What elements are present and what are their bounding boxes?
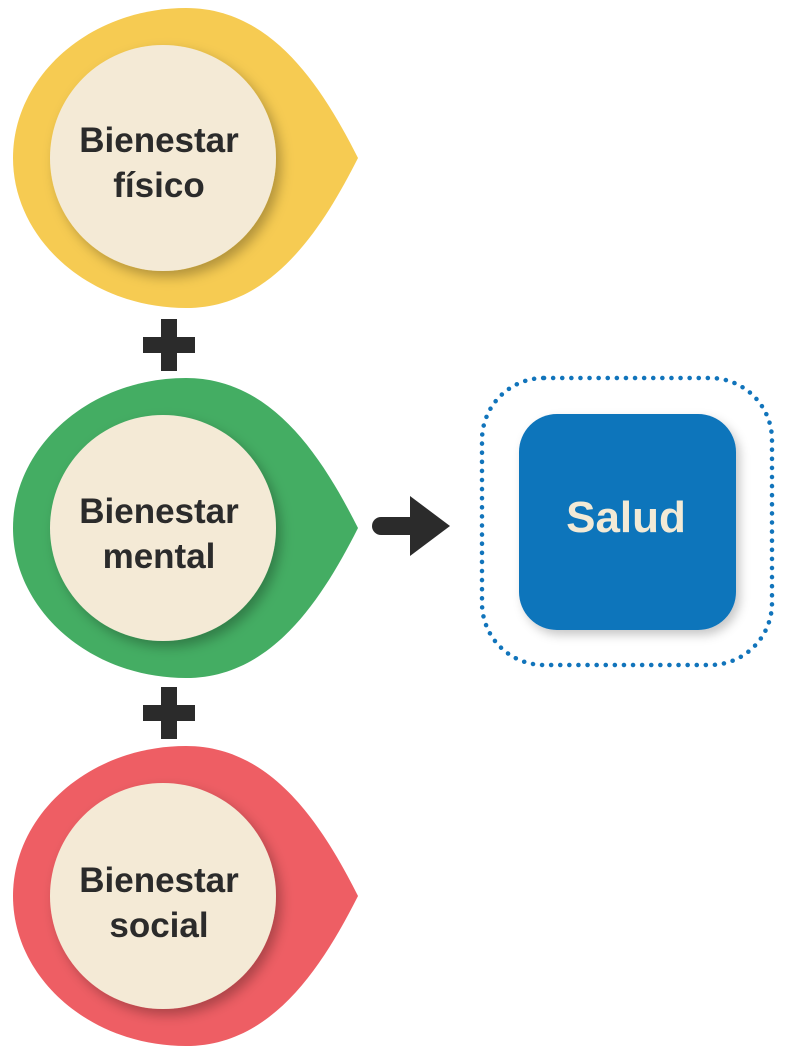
node-label-fisico-line2: físico	[113, 166, 204, 205]
plus-icon	[143, 319, 195, 371]
plus-icon	[143, 687, 195, 739]
node-label-mental-line2: mental	[103, 537, 216, 576]
result-box	[519, 414, 736, 630]
result-salud: Salud	[479, 375, 775, 668]
node-label-social-line1: Bienestar	[79, 861, 239, 900]
node-bienestar-fisico: Bienestar físico	[13, 8, 358, 308]
arrow-right-icon	[372, 496, 450, 556]
node-label-mental-line1: Bienestar	[79, 492, 239, 531]
node-label-fisico-line1: Bienestar	[79, 121, 239, 160]
inner-circle-social	[50, 783, 276, 1009]
inner-circle-fisico	[50, 45, 276, 271]
node-label-social-line2: social	[109, 906, 208, 945]
inner-circle-mental	[50, 415, 276, 641]
result-label: Salud	[566, 493, 686, 542]
node-bienestar-mental: Bienestar mental	[13, 378, 358, 678]
node-bienestar-social: Bienestar social	[13, 746, 358, 1046]
result-dotted-border	[479, 375, 775, 668]
